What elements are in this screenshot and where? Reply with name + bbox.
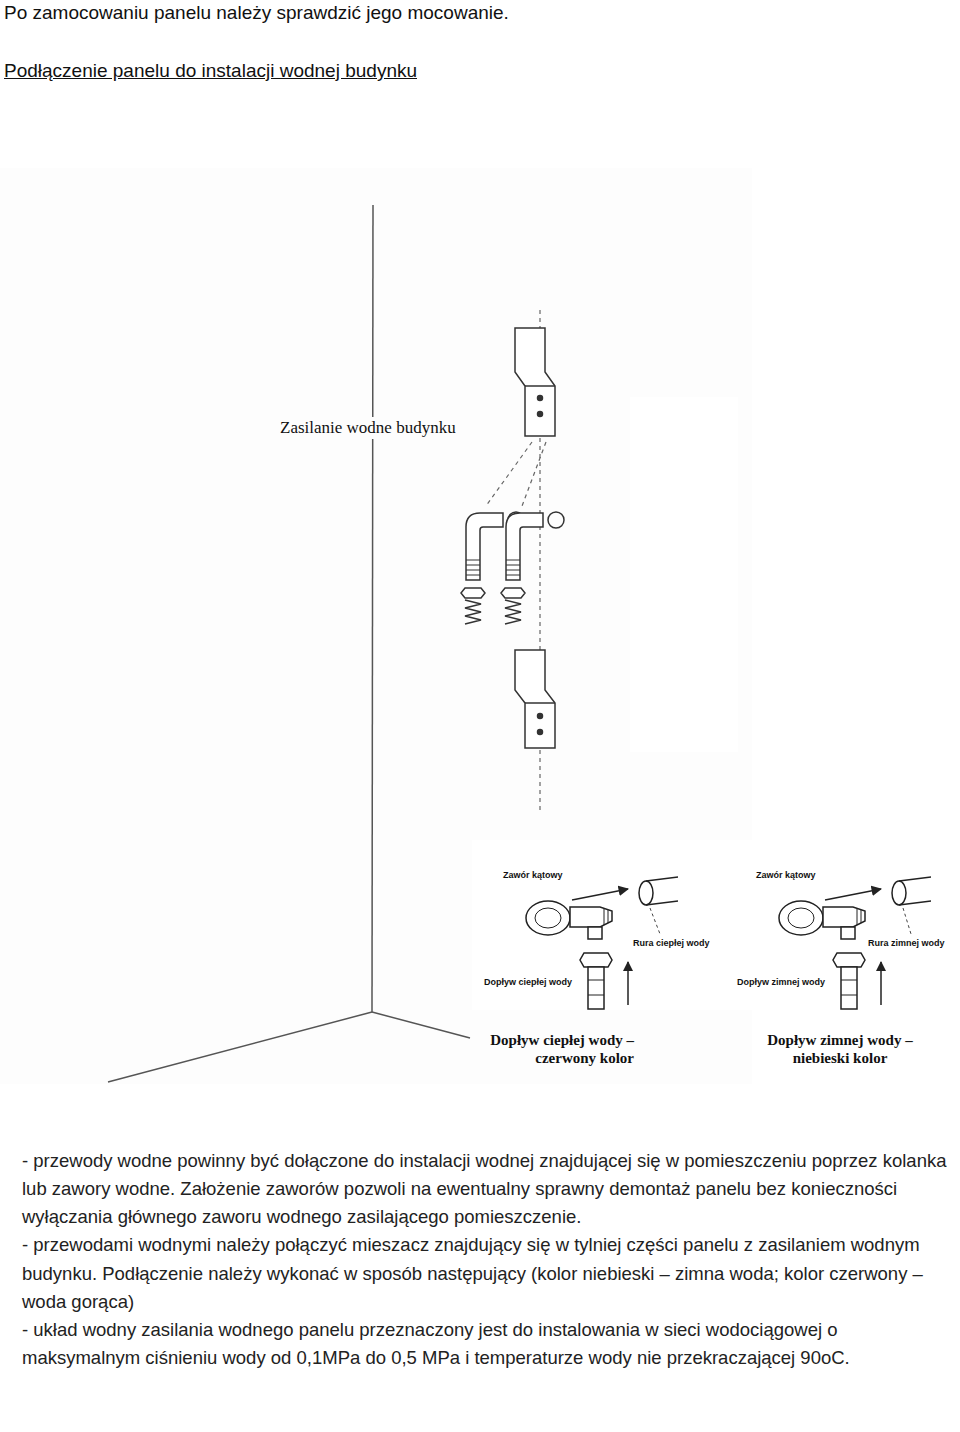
section-heading: Podłączenie panelu do instalacji wodnej …: [4, 60, 417, 83]
inset-ground: [472, 840, 958, 1010]
floor-edge: [372, 1012, 470, 1038]
pipe-wall: [646, 877, 678, 881]
hose-nut: [833, 953, 865, 967]
intro-line: Po zamocowaniu panelu należy sprawdzić j…: [4, 2, 944, 25]
thread-line: [466, 575, 480, 576]
supply-hose: [841, 967, 857, 1009]
thread-line: [466, 560, 480, 561]
thread-line: [506, 575, 520, 576]
room-corner: [108, 205, 470, 1082]
valve-body: [570, 907, 612, 927]
seal-ring: [548, 512, 564, 528]
bracket-fold: [525, 385, 555, 387]
valve-body: [823, 907, 865, 927]
instruction-paragraph: - przewodami wodnymi należy połączyć mie…: [22, 1231, 947, 1315]
mounting-brackets: [515, 328, 555, 748]
pipe-wall: [899, 877, 931, 881]
flow-arrow: [627, 962, 629, 1005]
pointer-arrow: [572, 889, 628, 900]
elbow: [466, 513, 503, 580]
illustration-ground: [0, 168, 752, 1084]
pipe-end: [892, 881, 906, 905]
part-label: Dopływ zimnej wody: [737, 977, 825, 988]
hose: [505, 600, 521, 624]
blank-panel: [630, 397, 738, 752]
part-label: Zawór kątowy: [756, 870, 816, 881]
thread-line: [466, 565, 480, 566]
leader-line: [903, 908, 911, 934]
valve-knob: [779, 901, 823, 935]
thread-line: [506, 570, 520, 571]
hose-band: [841, 995, 857, 996]
part-label: Dopływ ciepłej wody: [484, 977, 572, 988]
supply-hose: [588, 967, 604, 1009]
valve-rib: [861, 910, 862, 923]
leader-line: [650, 908, 660, 934]
hose-band: [588, 995, 604, 996]
guide-line: [522, 442, 546, 506]
floor-edge: [108, 1012, 372, 1082]
valve-stem: [841, 927, 855, 939]
instruction-paragraph: - przewody wodne powinny być dołączone d…: [22, 1147, 947, 1231]
valve-knob-inner: [788, 908, 814, 928]
valve-rib: [604, 909, 605, 925]
part-label: Rura zimnej wody: [868, 938, 945, 949]
dashed-guides: [486, 442, 546, 506]
bracket: [515, 328, 555, 436]
valve-stem: [588, 927, 602, 939]
bracket-hole: [538, 730, 543, 735]
instruction-paragraph: - układ wodny zasilania wodnego panelu p…: [22, 1316, 947, 1372]
hose-nut: [461, 588, 485, 598]
hose-nut: [580, 953, 612, 967]
thread-line: [466, 570, 480, 571]
pipe-wall: [646, 901, 678, 905]
hose-band: [841, 980, 857, 981]
bracket-hole: [538, 714, 543, 719]
valve-knob: [526, 901, 570, 935]
part-label: Zawór kątowy: [503, 870, 563, 881]
pipe-end: [639, 881, 653, 905]
color-caption: Dopływ ciepłej wody – czerwony kolor: [487, 1031, 634, 1067]
bracket-hole: [538, 412, 543, 417]
body-text: - przewody wodne powinny być dołączone d…: [22, 1147, 947, 1372]
hose-band: [588, 980, 604, 981]
thread: [466, 560, 480, 575]
valve-knob-inner: [535, 908, 561, 928]
valve-rib: [857, 909, 858, 925]
elbow-fitting: [501, 512, 564, 624]
thread-line: [506, 565, 520, 566]
color-caption: Dopływ zimnej wody – niebieski kolor: [765, 1031, 915, 1067]
part-label: Rura ciepłej wody: [633, 938, 710, 949]
hose: [465, 600, 481, 624]
hose-nut: [501, 588, 525, 598]
bracket: [515, 650, 555, 748]
pipe-wall: [899, 901, 931, 905]
bracket-hole: [538, 396, 543, 401]
valve-rib: [608, 910, 609, 923]
pointer-arrow: [825, 889, 881, 900]
thread-line: [506, 560, 520, 561]
wall-edge: [372, 205, 373, 1012]
thread: [506, 560, 520, 575]
elbow: [506, 513, 543, 580]
illustration-label: Zasilanie wodne budynku: [278, 417, 458, 439]
bracket-fold: [525, 702, 555, 704]
flow-arrow: [880, 962, 882, 1005]
